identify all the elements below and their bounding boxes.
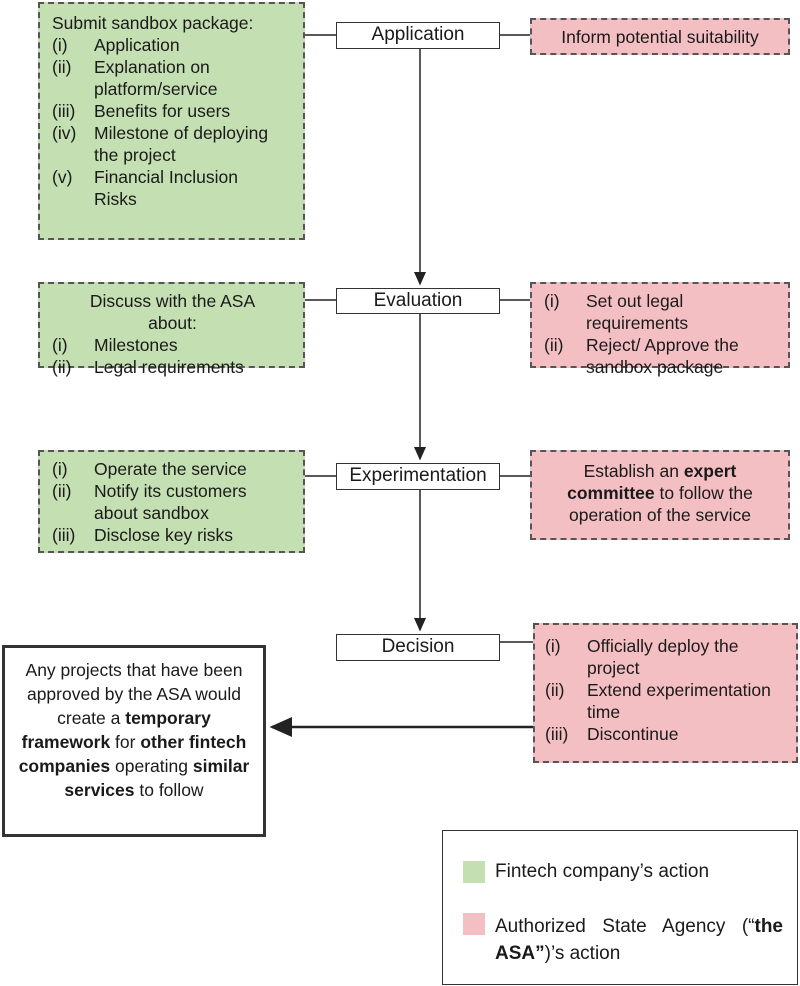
item-text: Milestone of deploying the project xyxy=(94,123,269,165)
item-text: Operate the service xyxy=(94,459,247,479)
item-text: Discontinue xyxy=(587,724,679,744)
item-text: Reject/ Approve the sandbox package xyxy=(586,335,739,377)
outcome-bold: temporary framework xyxy=(21,708,211,752)
item-number: (ii) xyxy=(52,481,72,501)
heading: Discuss with the ASA about: xyxy=(89,291,256,333)
fintech-experimentation-box: (i) Operate the service (ii) Notify its cu… xyxy=(38,450,305,553)
outcome-box: Any projects that have been approved by … xyxy=(2,645,266,837)
item-text: Officially deploy the project xyxy=(587,636,739,678)
asa-evaluation-box: (i) Set out legal requirements (ii) Reject… xyxy=(530,282,790,377)
item-number: (v) xyxy=(52,167,73,187)
pink-swatch xyxy=(463,913,485,935)
item-number: (iv) xyxy=(52,123,77,143)
legend-item-fintech: Fintech company’s action xyxy=(463,861,709,883)
legend-label: Fintech company’s action xyxy=(495,861,710,882)
item-text: Disclose key risks xyxy=(94,525,234,545)
asa-text: Establish an xyxy=(583,461,684,481)
item-text: Legal requirements xyxy=(94,357,244,377)
item-number: (ii) xyxy=(544,335,564,355)
item-text: Benefits for users xyxy=(94,101,231,121)
stage-application: Application xyxy=(336,22,500,49)
stage-evaluation: Evaluation xyxy=(336,288,500,314)
item-text: Notify its customers about sandbox xyxy=(94,481,247,523)
item-number: (iii) xyxy=(545,724,569,744)
stage-decision: Decision xyxy=(336,634,500,661)
item-number: (i) xyxy=(52,335,68,355)
outcome-text: Any projects that have been approved by … xyxy=(25,660,243,728)
asa-text-bold: expert committee xyxy=(567,461,737,503)
asa-decision-box: (i) Officially deploy the project (ii) Ext… xyxy=(533,623,798,763)
legend-label: Authorized State Agency (“ xyxy=(495,916,755,937)
item-number: (iii) xyxy=(52,525,76,545)
heading: Submit sandbox package: xyxy=(52,13,254,33)
fintech-application-box: Submit sandbox package: (i) Application (… xyxy=(38,2,305,240)
item-text: Milestones xyxy=(94,335,178,355)
legend-label-bold: the ASA” xyxy=(495,916,783,964)
asa-experimentation-box: Establish an expert committee to follow … xyxy=(530,450,790,540)
item-text: Explanation on platform/service xyxy=(94,57,218,99)
item-number: (ii) xyxy=(545,680,565,700)
item-number: (ii) xyxy=(52,357,72,377)
legend: Fintech company’s action Authorized Stat… xyxy=(442,830,798,985)
item-number: (iii) xyxy=(52,101,76,121)
item-number: (ii) xyxy=(52,57,72,77)
outcome-text: to follow xyxy=(134,780,204,800)
item-text: Set out legal requirements xyxy=(586,291,689,333)
item-text: Financial Inclusion Risks xyxy=(94,167,238,209)
green-swatch xyxy=(463,861,485,883)
outcome-text: for xyxy=(110,732,141,752)
asa-application-box: Inform potential suitability xyxy=(530,18,790,55)
outcome-text: operating xyxy=(110,756,193,776)
asa-text: to follow the operation of the service xyxy=(569,483,753,525)
outcome-bold: similar services xyxy=(64,756,250,800)
asa-text: Inform potential suitability xyxy=(561,27,759,47)
fintech-evaluation-box: Discuss with the ASA about: (i) Milestone… xyxy=(38,282,305,377)
item-number: (i) xyxy=(545,636,561,656)
legend-item-asa: Authorized State Agency (“the ASA”)’s ac… xyxy=(463,913,783,967)
item-text: Extend experimentation time xyxy=(587,680,771,722)
legend-label: )’s action xyxy=(544,943,621,964)
item-number: (i) xyxy=(52,35,68,55)
item-number: (i) xyxy=(544,291,560,311)
item-number: (i) xyxy=(52,459,68,479)
stage-experimentation: Experimentation xyxy=(336,463,500,490)
item-text: Application xyxy=(94,35,180,55)
outcome-bold: other fintech companies xyxy=(18,732,247,776)
